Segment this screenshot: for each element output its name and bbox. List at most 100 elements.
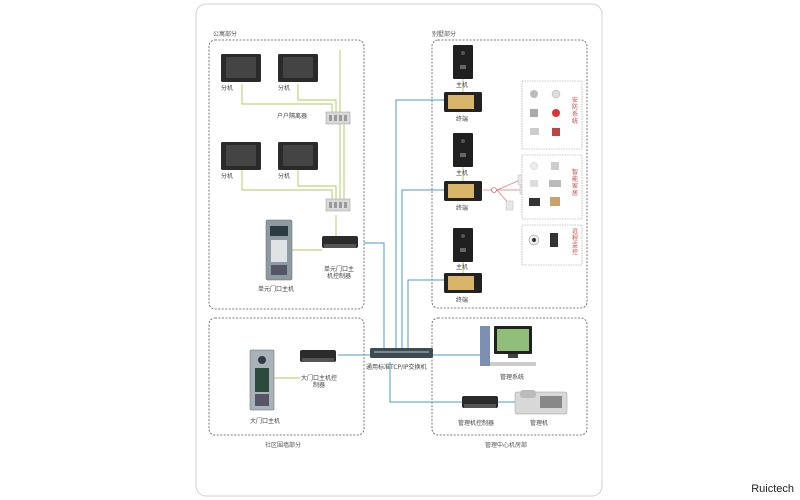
remote-panel-label: 远程监控 [571,228,578,256]
pc-screen [497,329,529,351]
terminal-screen [448,95,474,109]
signal-line [496,180,519,191]
section-title-management: 管理中心机房部 [485,442,528,449]
remote-devices [528,233,558,247]
wireless-hub-icon [491,187,497,193]
outer-frame [195,3,603,497]
controller-base [302,358,334,362]
camera-lens [532,238,536,242]
unit-keypad [540,396,562,408]
management-pc-icon [480,326,536,366]
lan-line [395,99,444,348]
monitor-screen [283,145,313,166]
apartment-section-box [208,39,365,310]
pc-tower [480,326,490,366]
ac-icon [549,180,561,187]
villa-main-label: 主机 [456,82,469,89]
indoor-unit-label: 分机 [221,85,234,92]
switch-panel-icon [551,162,559,170]
villa-door-station-icon [453,45,473,79]
villa-terminal-icon [444,181,482,201]
door-station-icon [265,219,293,281]
indoor-monitor-icon [278,54,318,82]
isolator-port [344,202,347,208]
smart-home-panel-label: 智能家居 [571,169,578,197]
monitor-screen [226,57,256,78]
unit-door-controller-label: 单元门口主机控制器 [323,266,354,281]
villa-terminal-label: 终端 [456,205,469,212]
villa-station-body [453,45,473,79]
villa-camera [461,139,465,143]
lan-line [401,189,444,348]
isolator-icon [325,111,351,125]
signal-lines [483,180,520,206]
isolator-port [339,202,342,208]
indoor-unit-label: 分机 [278,85,291,92]
villa-bus-lines [272,79,464,379]
gate-station-label: 大门口主机 [250,418,281,425]
isolator-port [339,115,342,121]
indoor-monitor-icon [278,142,318,170]
villa-terminal-icon [444,92,482,112]
security-devices [530,89,561,136]
isolator-port [344,115,347,121]
smart-home-devices [529,162,561,206]
brand-watermark: Ruictech [751,483,794,495]
management-controller-label: 管理机控制器 [458,420,495,427]
section-title-apartment: 公寓部分 [213,31,238,38]
lan-line [389,362,462,403]
pc-keyboard [490,362,536,366]
indoor-unit-label: 分机 [278,173,291,180]
villa-main-label: 主机 [456,264,469,271]
villa-section-box [431,39,588,309]
monitor-screen [283,57,313,78]
villa-button [460,248,466,252]
isolator-port [334,115,337,121]
monitor-screen [226,145,256,166]
villa-door-station-icon [453,133,473,167]
controller-icon [300,350,336,362]
management-system-label: 管理系统 [500,374,525,381]
tv-icon [529,198,540,206]
villa-door-station-icon [453,228,473,262]
unit-door-station-label: 单元门口主机 [258,286,295,293]
gate-camera [258,356,266,364]
section-title-gate: 社区围墙部分 [265,442,302,449]
villa-main-label: 主机 [456,170,469,177]
isolator-port [329,115,332,121]
phone-icon [550,233,558,247]
pc-stand [508,354,518,358]
villa-station-body [453,228,473,262]
door-station-speaker [271,265,287,275]
lan-line [364,242,385,348]
isolator-port [334,202,337,208]
villa-button [460,153,466,157]
gate-section-box [208,317,365,436]
alarm-button-icon [552,109,560,117]
door-sensor-icon [530,128,539,135]
villa-terminal-icon [444,273,482,293]
lan-line [407,279,444,348]
controller-icon [322,236,358,248]
sensor-icon [505,200,514,211]
network-lines [338,99,515,403]
isolator-port [329,202,332,208]
management-unit-label: 管理机 [530,420,549,427]
terminal-screen [448,184,474,198]
gate-station-icon [249,349,275,411]
siren-icon [552,128,560,136]
gate-speaker [255,394,269,406]
controller-base [324,244,356,248]
gate-controller-label: 大门口主机控制器 [300,375,337,390]
terminal-screen [448,276,474,290]
villa-terminal-label: 终端 [456,297,469,304]
villa-camera [461,234,465,238]
unit-handset [520,390,536,398]
curtain-icon [550,197,560,206]
villa-terminal-label: 终端 [456,116,469,123]
door-station-screen [270,226,288,236]
bus-lines [241,50,345,251]
network-switch-icon [370,348,433,358]
villa-station-body [453,133,473,167]
